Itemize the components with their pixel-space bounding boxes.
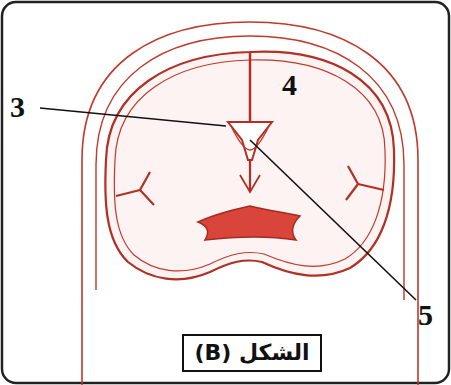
figure-caption: الشكل (B) (182, 334, 321, 372)
midline (249, 52, 252, 122)
base-mass (198, 206, 300, 240)
brain-outline (105, 52, 394, 280)
ventricle-line (232, 128, 268, 150)
leader-line (40, 108, 226, 126)
left-sulcus (116, 172, 154, 205)
callout-number: 5 (418, 300, 433, 330)
skull-outline (82, 22, 418, 385)
third-ventricle-edge (240, 175, 260, 192)
callout-number: 4 (282, 70, 297, 100)
leader-line (250, 140, 416, 300)
skull-inner-outline (96, 36, 404, 300)
callout-number: 3 (10, 92, 25, 122)
right-sulcus (346, 166, 384, 200)
third-ventricle (249, 160, 251, 192)
